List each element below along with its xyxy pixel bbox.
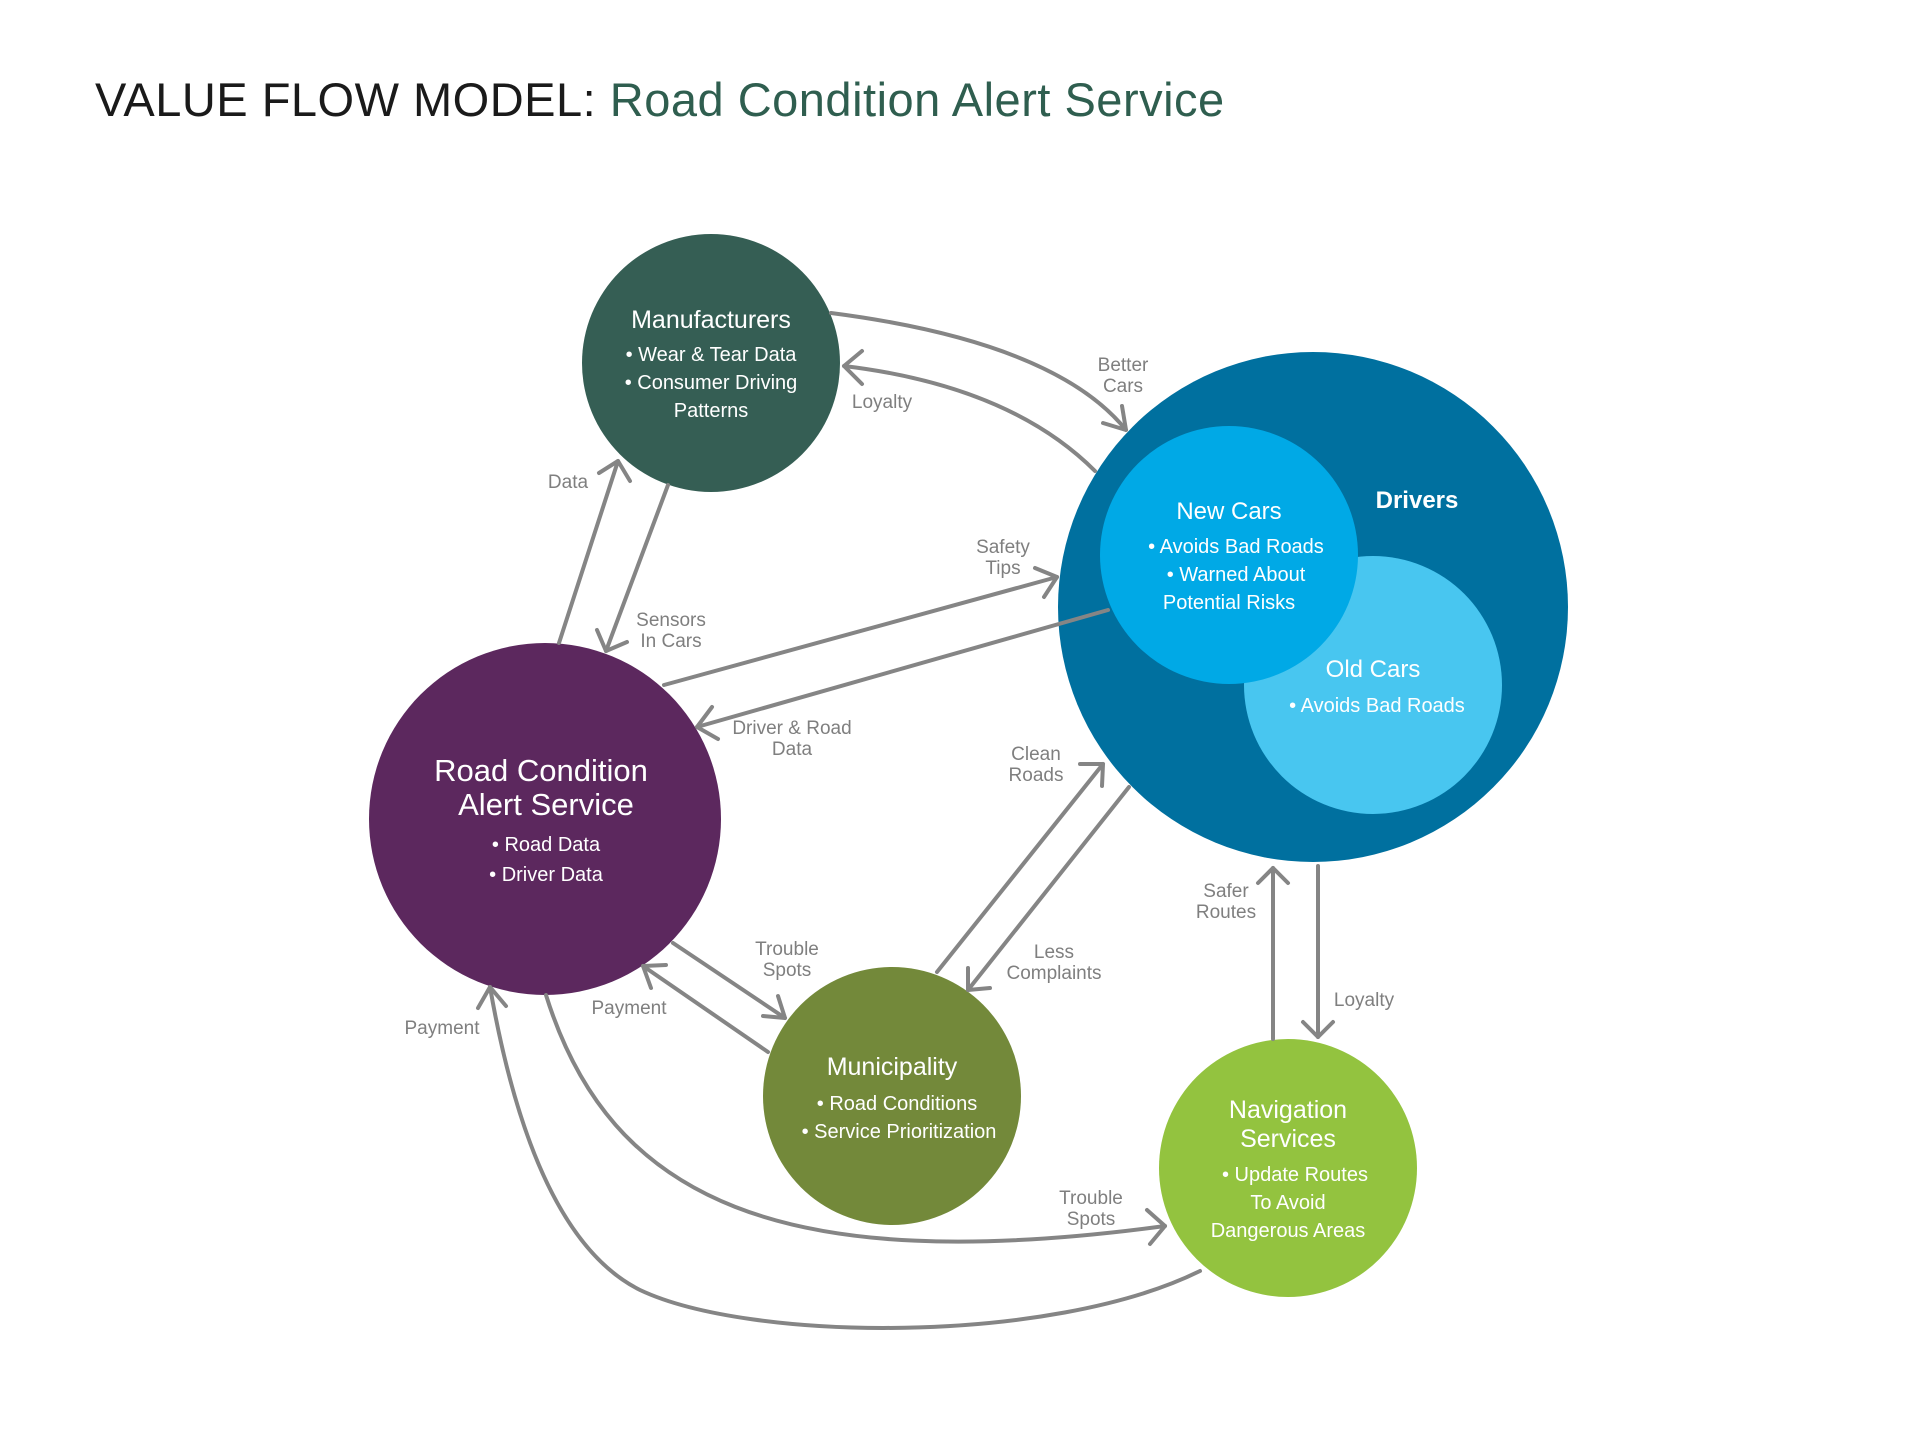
municipality-bullet-1: • Road Conditions: [817, 1093, 977, 1115]
flow-trouble-spots-municipality-arrow: [671, 941, 787, 1020]
flow-safer-routes-arrow: [1256, 866, 1290, 1041]
navigation-services-node: Navigation Services • Update Routes To A…: [1159, 1039, 1417, 1297]
flow-label-payment-navigation: Payment: [405, 1018, 481, 1039]
rcas-bullet-1: • Road Data: [492, 834, 601, 856]
old-cars-title: Old Cars: [1326, 656, 1421, 683]
flow-label-clean-roads-2: Roads: [1009, 765, 1064, 786]
flow-label-trouble-spots-municipality-1: Trouble: [755, 939, 819, 960]
flow-better-cars-arrow: [829, 311, 1128, 432]
flow-label-better-cars-1: Better: [1098, 355, 1149, 376]
flow-label-clean-roads-1: Clean: [1011, 744, 1061, 765]
flow-trouble-spots-navigation-arrow: [544, 993, 1167, 1246]
flow-label-trouble-spots-municipality-2: Spots: [763, 960, 812, 981]
page-title: VALUE FLOW MODEL: Road Condition Alert S…: [95, 72, 1225, 127]
rcas-circle: [369, 643, 721, 995]
flow-payment-navigation-arrow: [476, 985, 1202, 1330]
flow-label-safety-tips-1: Safety: [976, 537, 1030, 558]
flow-label-trouble-spots-navigation-2: Spots: [1067, 1209, 1116, 1230]
manufacturers-title: Manufacturers: [631, 306, 791, 334]
flow-label-safety-tips-2: Tips: [985, 558, 1020, 579]
flow-loyalty-navigation-arrow: [1301, 864, 1335, 1039]
rcas-title-line-2: Alert Service: [458, 787, 634, 822]
navigation-title-line-2: Services: [1240, 1125, 1336, 1153]
flow-driver-road-data-arrow: [695, 608, 1110, 741]
navigation-bullet-2: To Avoid: [1250, 1192, 1325, 1214]
flow-label-loyalty-manufacturers: Loyalty: [852, 392, 913, 413]
flow-label-sensors-in-cars-2: In Cars: [640, 631, 701, 652]
flow-label-sensors-in-cars-1: Sensors: [636, 610, 706, 631]
page-title-lead: VALUE FLOW MODEL:: [95, 73, 597, 126]
flow-clean-roads-arrow: [935, 762, 1105, 974]
manufacturers-node: Manufacturers • Wear & Tear Data • Consu…: [582, 234, 840, 492]
manufacturers-bullet-2: • Consumer Driving: [625, 372, 798, 394]
flow-loyalty-manufacturers-arrow: [842, 349, 1097, 473]
flow-label-data: Data: [548, 472, 589, 493]
new-cars-bullet-3: Potential Risks: [1163, 592, 1295, 614]
manufacturers-circle: [582, 234, 840, 492]
new-cars-bullet-2: • Warned About: [1167, 564, 1306, 586]
new-cars-circle: [1100, 426, 1358, 684]
new-cars-bullet-1: • Avoids Bad Roads: [1148, 536, 1324, 558]
new-cars-node: New Cars • Avoids Bad Roads • Warned Abo…: [1100, 426, 1358, 684]
rcas-title-line-1: Road Condition: [434, 753, 648, 788]
flow-safety-tips-arrow: [662, 566, 1059, 687]
manufacturers-bullet-3: Patterns: [674, 400, 748, 422]
flow-label-driver-road-data-2: Data: [772, 739, 813, 760]
manufacturers-bullet-1: • Wear & Tear Data: [626, 344, 798, 366]
drivers-title: Drivers: [1376, 487, 1459, 514]
flow-label-trouble-spots-navigation-1: Trouble: [1059, 1188, 1123, 1209]
flow-sensors-in-cars-arrow: [595, 483, 670, 653]
flow-label-less-complaints-1: Less: [1034, 942, 1074, 963]
flow-payment-municipality-arrow: [641, 963, 770, 1054]
municipality-bullet-2: • Service Prioritization: [802, 1121, 997, 1143]
navigation-bullet-3: Dangerous Areas: [1211, 1220, 1366, 1242]
municipality-circle: [763, 967, 1021, 1225]
flow-label-safer-routes-1: Safer: [1203, 881, 1249, 902]
flow-label-driver-road-data-1: Driver & Road: [732, 718, 851, 739]
rcas-node: Road Condition Alert Service • Road Data…: [369, 643, 721, 995]
navigation-bullet-1: • Update Routes: [1222, 1164, 1368, 1186]
navigation-title-line-1: Navigation: [1229, 1096, 1347, 1124]
navigation-circle: [1159, 1039, 1417, 1297]
municipality-node: Municipality • Road Conditions • Service…: [763, 967, 1021, 1225]
new-cars-title: New Cars: [1176, 498, 1281, 525]
flow-label-payment-municipality: Payment: [592, 998, 668, 1019]
page-title-accent: Road Condition Alert Service: [609, 73, 1225, 126]
flow-label-loyalty-navigation: Loyalty: [1334, 990, 1395, 1011]
flow-less-complaints-arrow: [966, 785, 1131, 992]
rcas-bullet-2: • Driver Data: [489, 864, 604, 886]
flow-label-less-complaints-2: Complaints: [1006, 963, 1101, 984]
municipality-title: Municipality: [827, 1053, 958, 1081]
flow-label-safer-routes-2: Routes: [1196, 902, 1256, 923]
flow-label-better-cars-2: Cars: [1103, 376, 1143, 397]
old-cars-bullet-1: • Avoids Bad Roads: [1289, 695, 1465, 717]
flow-data-arrow: [557, 459, 632, 645]
